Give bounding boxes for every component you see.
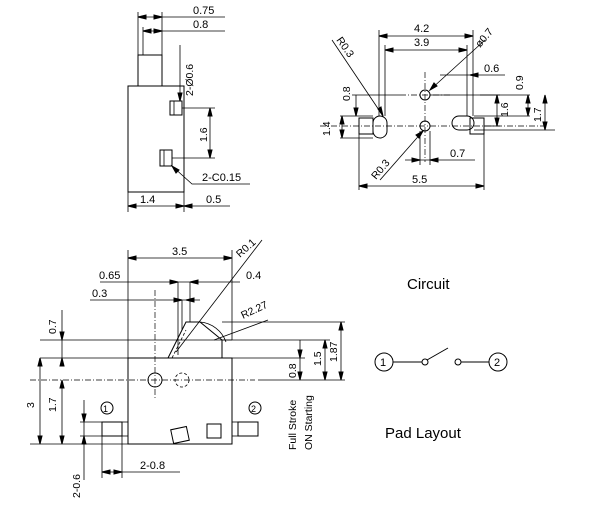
side-actuator (137, 54, 163, 87)
pad-layout-title: Pad Layout (385, 425, 462, 442)
dim-16-side: 1.6 (198, 127, 210, 142)
hole-center (419, 120, 431, 132)
front-body (127, 357, 233, 445)
dim-09: 0.9 (514, 75, 526, 90)
front-pin-mid (170, 425, 190, 445)
pad-layout-section: Pad Layout (385, 425, 462, 442)
dim-17-front: 1.7 (47, 397, 59, 412)
dim-42: 4.2 (414, 23, 429, 35)
front-pin-left (101, 421, 123, 437)
dim-35: 3.5 (172, 246, 187, 258)
circuit-section: Circuit 1 2 (374, 276, 508, 372)
dim-08-top: 0.8 (193, 19, 208, 31)
side-pin-upper (169, 100, 183, 116)
dim-03: 0.3 (92, 288, 107, 300)
dim-2-08: 2-0.8 (140, 460, 165, 472)
dim-2-06: 2-0.6 (71, 474, 83, 498)
dim-075: 0.75 (193, 5, 214, 17)
circuit-pin1-label: 1 (380, 357, 386, 369)
top-view: 4.2 3.9 ø0.7 R0.3 0.6 0.9 0.8 1.4 1.6 1.… (320, 23, 555, 190)
label-full-stroke: Full Stroke (287, 400, 299, 450)
side-body (127, 85, 185, 193)
dim-07-top-view: 0.7 (450, 148, 465, 160)
dim-15: 1.5 (312, 351, 324, 366)
front-hole-ghost (174, 372, 190, 388)
front-view: 1 2 (25, 236, 345, 498)
front-pin-mid2 (206, 423, 222, 439)
dim-08-front: 0.8 (287, 363, 299, 378)
dim-14-side: 1.4 (140, 194, 155, 206)
dim-r227: R2.27 (239, 299, 270, 322)
dim-14-top-view: 1.4 (321, 121, 333, 136)
circuit-title: Circuit (407, 276, 450, 293)
side-view: 0.75 0.8 2-Ø0.6 1.6 2-C0.15 1.4 0.5 (127, 5, 250, 212)
dim-17-top-view: 1.7 (532, 107, 544, 122)
slot-right (451, 115, 475, 131)
dim-phi07: ø0.7 (473, 26, 496, 50)
dim-39: 3.9 (414, 37, 429, 49)
front-hole (147, 372, 163, 388)
dim-2-phi06: 2-Ø0.6 (184, 64, 196, 96)
dim-r01: R0.1 (234, 236, 259, 260)
dim-2c015: 2-C0.15 (202, 172, 241, 184)
side-pin-lower (159, 149, 173, 167)
label-on-starting: ON Starting (303, 395, 315, 450)
front-pin-right (237, 421, 259, 437)
dim-55: 5.5 (412, 174, 427, 186)
pin2-label: 2 (251, 404, 256, 414)
pin1-label: 1 (103, 404, 108, 414)
pad-left (358, 117, 374, 135)
pin2-marker (248, 401, 262, 415)
circuit-pin2-label: 2 (494, 357, 500, 369)
dim-16-top-view: 1.6 (499, 102, 511, 117)
dim-04: 0.4 (246, 270, 261, 282)
slot-left (372, 115, 388, 139)
circuit-pin2 (488, 352, 508, 372)
dim-07-front: 0.7 (47, 319, 59, 334)
dim-065: 0.65 (99, 270, 120, 282)
pin1-marker (100, 401, 114, 415)
dim-3: 3 (25, 402, 37, 408)
dim-06: 0.6 (484, 63, 499, 75)
dim-05-side: 0.5 (206, 194, 221, 206)
dim-187: 1.87 (328, 341, 340, 362)
dim-08-top-view: 0.8 (341, 86, 353, 101)
